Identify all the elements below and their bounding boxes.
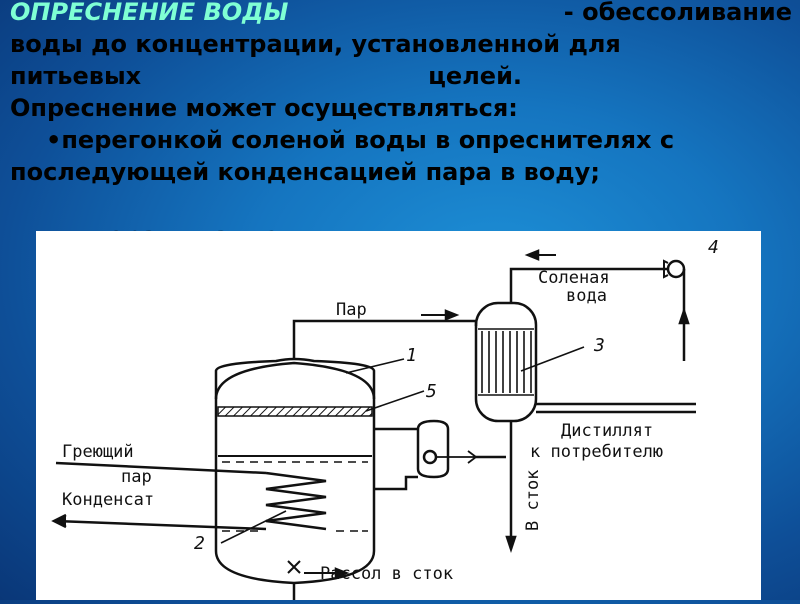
pump-4-body bbox=[663, 259, 669, 279]
label-heating-steam-2: пар bbox=[121, 467, 152, 487]
heating-coil-2 bbox=[265, 471, 327, 531]
label-heating-steam-1: Греющий bbox=[62, 442, 134, 462]
float bbox=[422, 449, 438, 465]
definition-text-3b: целей. bbox=[428, 62, 522, 90]
label-distillate-1: Дистиллят bbox=[561, 421, 653, 441]
definition-text-1: - обессоливание bbox=[563, 0, 792, 26]
condensate-outlet bbox=[55, 519, 267, 531]
label-salt-water-2: вода bbox=[566, 286, 607, 306]
leader-2 bbox=[220, 510, 287, 544]
condenser-tubes bbox=[478, 328, 534, 396]
number-3: 3 bbox=[593, 335, 605, 356]
heating-steam-inlet bbox=[55, 461, 267, 475]
term-title: ОПРЕСНЕНИЕ ВОДЫ bbox=[10, 0, 289, 26]
vessel-top-dome bbox=[214, 361, 376, 400]
condenser-3 bbox=[474, 301, 538, 423]
float-chamber bbox=[416, 419, 450, 479]
float-connection bbox=[374, 427, 418, 491]
number-1: 1 bbox=[406, 345, 417, 366]
leader-3 bbox=[520, 346, 585, 372]
label-to-drain: В сток bbox=[523, 470, 543, 531]
label-salt-water-1: Соленая bbox=[538, 268, 610, 288]
pump-4 bbox=[666, 259, 686, 279]
brine-arrowhead bbox=[334, 567, 350, 579]
number-5: 5 bbox=[426, 381, 437, 402]
desalination-diagram: Пар Соленая вода Греющий пар Конденсат Д… bbox=[51, 237, 719, 601]
number-4: 4 bbox=[708, 237, 719, 258]
pump-inlet-arrowhead bbox=[678, 307, 690, 325]
definition-line-3: питьевых целей. bbox=[10, 60, 792, 92]
leader-1 bbox=[345, 358, 405, 374]
water-dashes bbox=[222, 461, 368, 532]
demister-layer-5 bbox=[217, 406, 373, 417]
definition-line-1: ОПРЕСНЕНИЕ ВОДЫ - обессоливание bbox=[10, 0, 792, 28]
intro-line: Опреснение может осуществляться: bbox=[10, 94, 518, 122]
distillate-pipe bbox=[536, 402, 696, 414]
desalination-diagram-panel: Пар Соленая вода Греющий пар Конденсат Д… bbox=[36, 231, 761, 601]
leader-5 bbox=[365, 390, 425, 412]
slide-text: ОПРЕСНЕНИЕ ВОДЫ - обессоливание воды до … bbox=[10, 0, 792, 188]
brine-valve bbox=[287, 560, 301, 574]
salt-water-arrowhead bbox=[524, 249, 540, 261]
label-brine: Рассол в сток bbox=[320, 564, 453, 584]
salt-water-pipe bbox=[509, 267, 668, 303]
definition-text-3a: питьевых bbox=[10, 62, 142, 90]
bullet-1-line-2: последующей конденсацией пара в воду; bbox=[10, 158, 600, 186]
label-distillate-2: к потребителю bbox=[530, 442, 663, 462]
float-lever bbox=[436, 450, 479, 464]
label-steam: Пар bbox=[336, 300, 367, 320]
steam-arrowhead bbox=[444, 309, 460, 321]
number-2: 2 bbox=[194, 533, 205, 554]
bullet-1-line-1: •перегонкой соленой воды в опреснителях … bbox=[46, 126, 675, 154]
evaporator-vessel bbox=[214, 357, 376, 585]
condensate-arrow bbox=[51, 513, 67, 529]
steam-pipe bbox=[292, 319, 478, 359]
definition-line-2: воды до концентрации, установленной для bbox=[10, 28, 792, 60]
definition-text-2: воды до концентрации, установленной для bbox=[10, 30, 621, 58]
label-condensate: Конденсат bbox=[62, 490, 154, 510]
drain-arrowhead bbox=[505, 535, 517, 553]
